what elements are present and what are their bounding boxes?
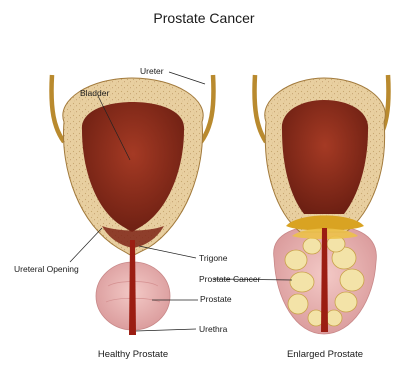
label-prostate-cancer: Prostate Cancer (199, 274, 261, 284)
caption-enlarged-prostate: Enlarged Prostate (287, 349, 363, 360)
label-bladder: Bladder (80, 88, 109, 98)
left-ureter-tube (52, 75, 65, 142)
healthy-prostate-illustration (52, 75, 214, 335)
healthy-urethra (129, 240, 136, 335)
label-ureteral-opening: Ureteral Opening (14, 264, 79, 274)
label-urethra: Urethra (199, 324, 228, 334)
label-trigone: Trigone (199, 253, 228, 263)
caption-healthy-prostate: Healthy Prostate (98, 349, 168, 360)
enlarged-urethra (321, 228, 328, 332)
label-ureter: Ureter (140, 66, 164, 76)
enlarged-prostate-illustration (254, 75, 388, 334)
label-prostate: Prostate (200, 294, 232, 304)
left-ureter-tube-enlarged (254, 75, 266, 142)
